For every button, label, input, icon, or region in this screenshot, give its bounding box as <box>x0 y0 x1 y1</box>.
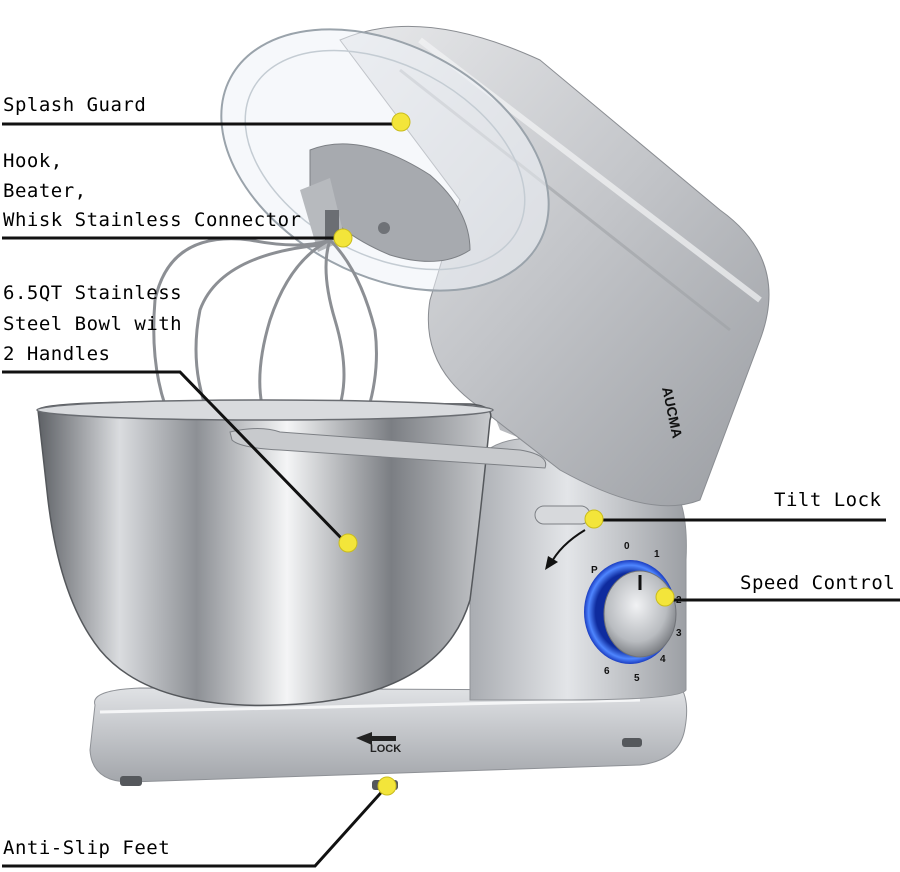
whisk <box>152 237 378 411</box>
lock-arrow-icon <box>356 732 396 745</box>
dial-mark-6: 6 <box>604 666 610 677</box>
label-connector-line3: Whisk Stainless Connector <box>3 209 302 231</box>
callout-markers <box>333 112 675 796</box>
marker-connector <box>333 228 353 248</box>
tilt-lock-lever <box>534 505 591 570</box>
label-splash-guard: Splash Guard <box>3 94 147 116</box>
leader-bowl <box>2 370 347 544</box>
stainless-bowl <box>36 399 547 707</box>
dial-mark-p: P <box>591 565 598 576</box>
dial-mark-0: 0 <box>624 541 630 552</box>
dial-mark-1: 1 <box>654 549 660 560</box>
label-connector-line2: Beater, <box>3 180 87 202</box>
mixer-base <box>89 685 688 783</box>
callout-lines <box>2 122 900 868</box>
label-bowl-line3: 2 Handles <box>3 343 111 365</box>
dial-mark-5: 5 <box>634 673 640 684</box>
label-bowl-line1: 6.5QT Stainless <box>3 282 183 304</box>
leader-anti-slip <box>2 784 389 868</box>
label-tilt-lock: Tilt Lock <box>774 489 882 511</box>
label-bowl-line2: Steel Bowl with <box>3 313 183 335</box>
label-speed-control: Speed Control <box>740 572 896 594</box>
label-connector-line1: Hook, <box>3 150 63 172</box>
label-anti-slip-feet: Anti-Slip Feet <box>3 837 171 859</box>
marker-anti-slip <box>377 776 397 796</box>
speed-control-knob <box>584 560 677 664</box>
marker-splash-guard <box>391 112 411 132</box>
dial-mark-3: 3 <box>676 628 682 639</box>
base-lock-marking: LOCK <box>370 743 401 755</box>
marker-bowl <box>338 533 358 553</box>
marker-speed-control <box>655 587 675 607</box>
marker-tilt-lock <box>584 509 604 529</box>
dial-mark-4: 4 <box>660 654 666 665</box>
